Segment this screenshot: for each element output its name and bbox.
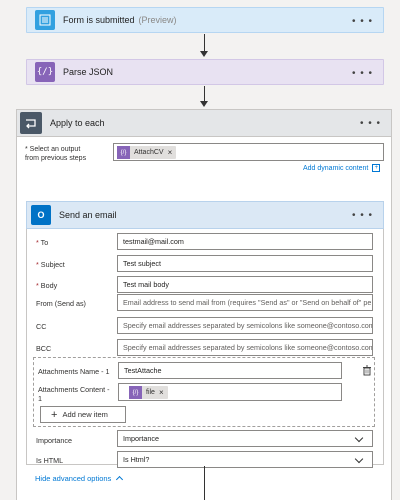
add-new-item-label: Add new item [62, 410, 108, 419]
hide-advanced-options-link[interactable]: Hide advanced options [35, 474, 124, 484]
preview-tag: (Preview) [138, 15, 177, 25]
chevron-up-icon [116, 475, 124, 484]
delete-icon[interactable] [362, 365, 372, 378]
cc-field[interactable]: Specify email addresses separated by sem… [117, 317, 373, 334]
step-title: Send an email [59, 210, 117, 220]
step-title: Parse JSON [63, 67, 114, 77]
step-parse-json[interactable]: {/} Parse JSON • • • [26, 59, 384, 85]
step-form-submitted[interactable]: Form is submitted (Preview) • • • [26, 7, 384, 33]
flow-connector [204, 34, 205, 52]
subject-label-text: Subject [40, 260, 65, 269]
attachment-name-label: Attachments Name - 1 [38, 367, 110, 376]
add-dynamic-content-link[interactable]: Add dynamic content + [303, 164, 381, 172]
forms-icon [35, 10, 55, 30]
plus-icon: + [51, 408, 58, 421]
step-title: Form is submitted [63, 15, 135, 25]
dynamic-content-icon: + [372, 164, 381, 172]
to-label-text: To [40, 238, 49, 247]
add-new-item-button[interactable]: + Add new item [40, 406, 126, 423]
arrow-down-icon [200, 51, 208, 57]
attachment-content-field[interactable]: {/} file × [118, 383, 342, 401]
step-send-email[interactable]: O Send an email • • • [26, 201, 384, 229]
attachment-content-label: Attachments Content - 1 [38, 385, 110, 403]
importance-label: Importance [36, 436, 72, 445]
flow-connector [204, 466, 205, 500]
attachments-section [33, 357, 375, 427]
cc-label: CC [36, 322, 47, 331]
token-label: file [146, 389, 155, 396]
attachment-content-label-line1: Attachments Content - [38, 385, 110, 394]
chevron-down-icon [354, 454, 364, 464]
step-title: Apply to each [50, 118, 105, 128]
loop-icon [20, 112, 42, 134]
select-output-label: * Select an output from previous steps [25, 145, 86, 163]
attachment-content-label-line2: 1 [38, 394, 42, 403]
is-html-value: Is Html? [123, 455, 150, 464]
step-apply-to-each[interactable]: Apply to each • • • [16, 109, 392, 137]
flow-connector [204, 86, 205, 102]
from-label: From (Send as) [36, 299, 86, 308]
bcc-field[interactable]: Specify email addresses separated by sem… [117, 339, 373, 356]
braces-icon: {/} [35, 62, 55, 82]
more-options-button[interactable]: • • • [351, 210, 373, 221]
hide-advanced-options-label: Hide advanced options [35, 474, 112, 483]
dynamic-token[interactable]: {/} file × [129, 386, 168, 399]
subject-label: * Subject [36, 260, 65, 269]
subject-field[interactable]: Test subject [117, 255, 373, 272]
bcc-label: BCC [36, 344, 52, 353]
from-field[interactable]: Email address to send mail from (require… [117, 294, 373, 311]
more-options-button[interactable]: • • • [359, 118, 381, 129]
select-output-label-line2: from previous steps [25, 155, 87, 162]
remove-token-icon[interactable]: × [167, 148, 173, 157]
attachment-name-field[interactable]: TestAttache [118, 362, 342, 379]
outlook-icon: O [31, 205, 51, 225]
braces-icon: {/} [129, 386, 142, 399]
dynamic-token[interactable]: {/} AttachCV × [117, 146, 177, 159]
is-html-select[interactable]: Is Html? [117, 451, 373, 468]
body-label: * Body [36, 281, 58, 290]
more-options-button[interactable]: • • • [351, 68, 373, 79]
importance-value: Importance [123, 434, 159, 443]
arrow-down-icon [200, 101, 208, 107]
add-dynamic-content-label: Add dynamic content [303, 164, 369, 172]
remove-token-icon[interactable]: × [158, 388, 164, 397]
chevron-down-icon [354, 433, 364, 443]
braces-icon: {/} [117, 146, 130, 159]
body-label-text: Body [40, 281, 58, 290]
to-label: * To [36, 238, 49, 247]
importance-select[interactable]: Importance [117, 430, 373, 447]
select-output-input[interactable]: {/} AttachCV × [113, 143, 384, 161]
to-field[interactable]: testmail@mail.com [117, 233, 373, 250]
is-html-label: Is HTML [36, 456, 64, 465]
select-output-label-line1: * Select an output [25, 146, 81, 153]
more-options-button[interactable]: • • • [351, 16, 373, 27]
token-label: AttachCV [134, 149, 164, 156]
body-field[interactable]: Test mail body [117, 276, 373, 293]
